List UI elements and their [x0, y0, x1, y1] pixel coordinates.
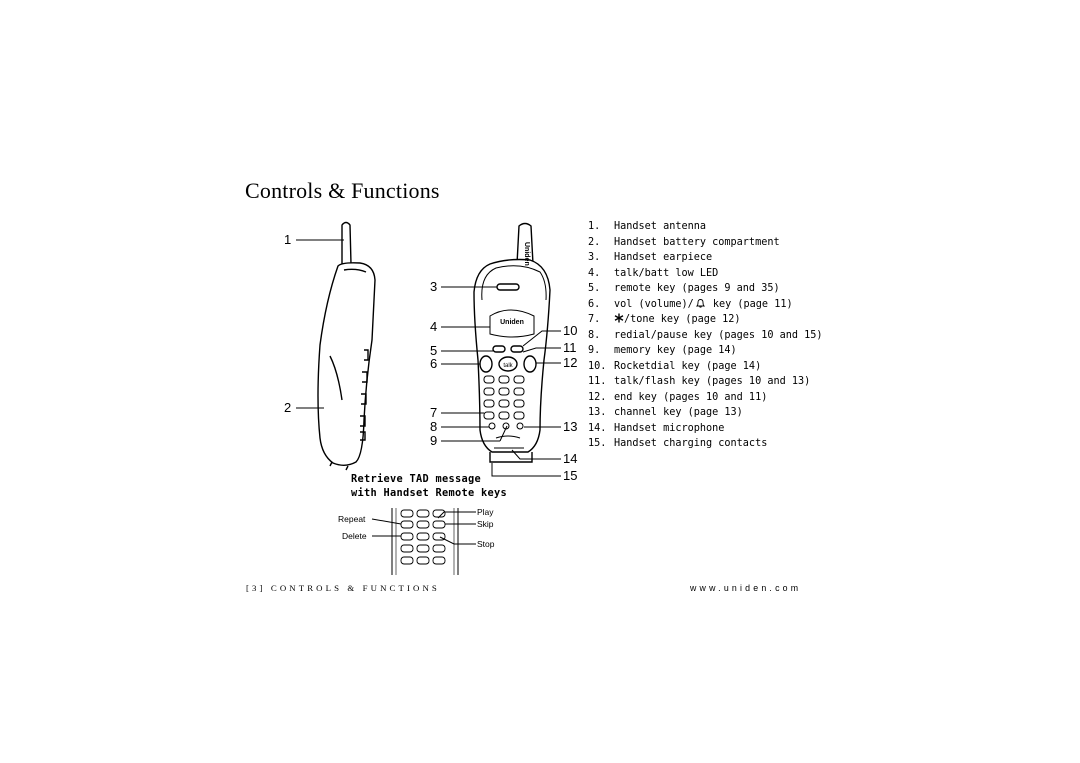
- legend-item: 14.Handset microphone: [588, 422, 725, 434]
- legend-item: 8.redial/pause key (pages 10 and 15): [588, 329, 823, 341]
- legend-item: 3.Handset earpiece: [588, 252, 713, 263]
- callout-6: 6: [430, 356, 437, 371]
- callout-14: 14: [563, 451, 577, 466]
- tad-repeat-label: Repeat: [338, 514, 366, 524]
- controls-legend: 1.Handset antenna 2.Handset battery comp…: [588, 219, 823, 452]
- footer-website: www.uniden.com: [690, 583, 802, 593]
- callout-1: 1: [284, 232, 291, 247]
- legend-item: 4.talk/batt low LED: [588, 267, 719, 279]
- antenna-logo-text: Uniden: [523, 242, 530, 266]
- callout-4: 4: [430, 319, 437, 334]
- callout-12: 12: [563, 355, 577, 370]
- legend-item: 9.memory key (page 14): [588, 345, 737, 356]
- page-title: Controls & Functions: [245, 178, 440, 203]
- legend-item: 7./tone key (page 12): [588, 313, 741, 325]
- legend-item: 2.Handset battery compartment: [588, 236, 780, 248]
- legend-item: 13.channel key (page 13): [588, 407, 743, 418]
- legend-item: 5.remote key (pages 9 and 35): [588, 283, 780, 294]
- legend-item: 10.Rocketdial key (page 14): [588, 360, 762, 372]
- tad-keypad-detail: [371, 508, 476, 575]
- callout-11: 11: [563, 340, 577, 355]
- tad-play-label: Play: [477, 507, 494, 517]
- tad-delete-label: Delete: [342, 531, 367, 541]
- legend-item: 11.talk/flash key (pages 10 and 13): [588, 376, 811, 387]
- tad-skip-label: Skip: [477, 519, 494, 529]
- callout-9: 9: [430, 433, 437, 448]
- talk-key-text: talk: [503, 363, 513, 369]
- handset-front-view: [473, 222, 551, 463]
- legend-item: 6.vol (volume)/ key (page 11): [588, 298, 793, 310]
- star-icon: [614, 313, 624, 323]
- legend-item: 12.end key (pages 10 and 11): [588, 391, 768, 403]
- callout-5: 5: [430, 343, 437, 358]
- tad-caption-line2: with Handset Remote keys: [351, 486, 507, 499]
- callout-8: 8: [430, 419, 437, 434]
- callout-15: 15: [563, 468, 577, 483]
- tad-stop-label: Stop: [477, 539, 495, 549]
- footer-section-label: [3] CONTROLS & FUNCTIONS: [246, 583, 440, 593]
- callout-7: 7: [430, 405, 437, 420]
- callout-2: 2: [284, 400, 291, 415]
- handset-side-view: [317, 221, 376, 471]
- tad-caption-line1: Retrieve TAD message: [351, 473, 481, 485]
- callout-13: 13: [563, 419, 577, 434]
- callout-3: 3: [430, 279, 437, 294]
- bell-icon: [695, 298, 706, 308]
- tad-caption: Retrieve TAD message with Handset Remote…: [351, 473, 507, 500]
- brand-logo: Uniden: [500, 319, 524, 326]
- callout-10: 10: [563, 323, 577, 338]
- legend-item: 15.Handset charging contacts: [588, 438, 768, 449]
- legend-item: 1.Handset antenna: [588, 221, 707, 232]
